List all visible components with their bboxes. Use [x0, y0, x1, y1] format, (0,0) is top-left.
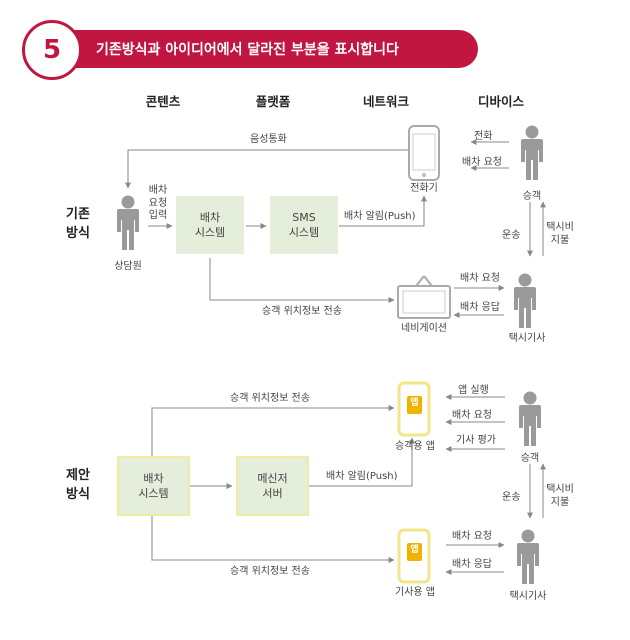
- app-run-label: 앱 실행: [458, 385, 489, 396]
- banner-bar: [44, 30, 478, 68]
- nav-response-label: 배차 응답: [460, 302, 500, 313]
- customer-label-proposed: 승객: [520, 453, 540, 464]
- location-line-top: [151, 405, 395, 456]
- banner-title: 기존방식과 아이디어에서 달라진 부분을 표시합니다: [96, 42, 399, 58]
- legacy-section-label: 기존 방식: [66, 207, 90, 241]
- location-line-bottom: [151, 514, 395, 563]
- app-response-label: 배차 응답: [452, 559, 492, 570]
- nav-request-label: 배차 요청: [460, 273, 500, 284]
- location-label-bottom: 승객 위치정보 전송: [230, 566, 310, 577]
- column-content: 콘텐츠: [145, 94, 181, 109]
- phone-icon: [408, 125, 440, 181]
- location-label-top: 승객 위치정보 전송: [230, 393, 310, 404]
- voice-call-label: 음성통화: [250, 134, 287, 145]
- driver-label-proposed: 택시기사: [509, 591, 547, 602]
- phone-label: 전화기: [410, 183, 438, 194]
- customer-label-legacy: 승객: [522, 191, 542, 202]
- column-network: 네트워크: [362, 94, 409, 109]
- customer-person-icon-legacy: [521, 125, 543, 180]
- navigation-icon: [397, 275, 451, 319]
- push-line-proposed: [307, 437, 415, 487]
- section-banner: 5 기존방식과 아이디어에서 달라진 부분을 표시합니다: [22, 20, 478, 80]
- push-line-legacy: [339, 195, 427, 227]
- agent-label: 상담원: [114, 261, 142, 272]
- ride-label-proposed: 운송: [502, 492, 521, 503]
- column-platform: 플랫폼: [255, 94, 291, 109]
- proposed-section-label: 제안 방식: [66, 468, 90, 502]
- column-device: 디바이스: [477, 94, 524, 109]
- dispatch-request-label-proposed: 배차 요청: [452, 410, 492, 421]
- customer-app-label: 승객용 앱: [395, 441, 435, 452]
- customer-person-icon-proposed: [519, 391, 541, 446]
- dispatch-request-label-legacy: 배차 요청: [462, 157, 502, 168]
- ride-label-legacy: 운송: [502, 230, 521, 241]
- driver-app-icon: [397, 528, 431, 584]
- driver-rating-label: 기사 평가: [456, 435, 496, 446]
- banner-number: 5: [22, 20, 82, 80]
- push-label-legacy: 배차 알림(Push): [344, 211, 416, 222]
- push-label-proposed: 배차 알림(Push): [326, 471, 398, 482]
- location-line-legacy: [209, 258, 395, 303]
- agent-person-icon: [117, 195, 139, 250]
- customer-app-badge: 앱: [410, 398, 419, 408]
- driver-label-legacy: 택시기사: [508, 333, 546, 344]
- customer-app-icon: [397, 381, 431, 437]
- driver-app-badge: 앱: [410, 545, 419, 555]
- navigation-label: 네비게이션: [401, 323, 447, 334]
- voice-call-line: [125, 149, 410, 189]
- driver-app-label: 기사용 앱: [395, 587, 435, 598]
- app-request-label: 배차 요청: [452, 531, 492, 542]
- location-label-legacy: 승객 위치정보 전송: [262, 306, 342, 317]
- dispatch-input-label: 배차 요청 입력: [148, 185, 168, 221]
- driver-person-icon-proposed: [517, 529, 539, 584]
- driver-person-icon-legacy: [514, 273, 536, 328]
- call-label: 전화: [474, 131, 493, 142]
